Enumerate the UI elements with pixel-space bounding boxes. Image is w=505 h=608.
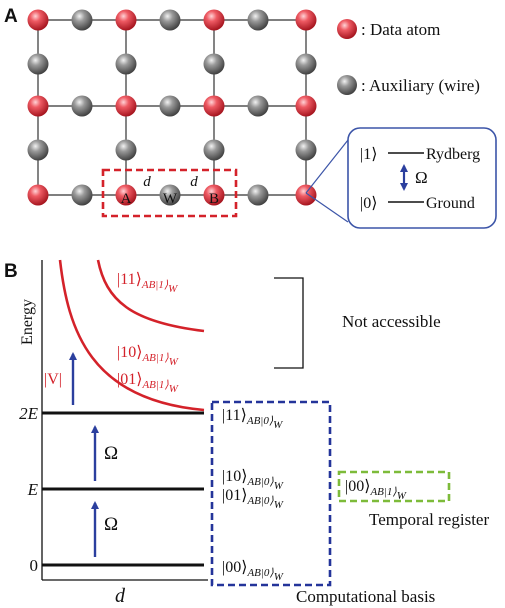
level-inset-box [347,127,497,229]
legend-data-atom: : Data atom [361,20,440,39]
level-top-ket: |1⟩ [360,146,377,163]
rabi-label: Ω [415,168,428,187]
legend-data-atom-icon [337,19,357,39]
auxiliary-atom [247,95,269,117]
auxiliary-atom [71,95,93,117]
auxiliary-atom [295,139,317,161]
data-atom [203,184,225,206]
tick-e: E [27,480,39,499]
level-bottom-name: Ground [426,195,475,212]
auxiliary-atom [203,139,225,161]
omega-label-lower: Ω [104,514,118,535]
data-atom [295,9,317,31]
auxiliary-atom [203,53,225,75]
atom-label-w: W [163,191,178,207]
auxiliary-atom [247,9,269,31]
state-01-1: |01⟩AB|1⟩W [117,371,179,395]
data-atom [203,95,225,117]
curve-single-excited [58,259,205,412]
auxiliary-atom [115,139,137,161]
auxiliary-atom [159,95,181,117]
temporal-register-label: Temporal register [369,510,489,529]
legend-auxiliary: : Auxiliary (wire) [361,76,480,95]
interaction-label: |V| [44,371,62,388]
data-atom [295,95,317,117]
data-atom [27,184,49,206]
inset-connector-top [305,139,349,194]
auxiliary-atom [71,184,93,206]
x-axis-label: d [115,585,126,607]
data-atom [27,95,49,117]
data-atom [115,184,137,206]
lattice-atoms [27,9,317,206]
computational-basis-label: Computational basis [296,587,435,606]
level-bottom-ket: |0⟩ [360,195,377,212]
atom-label-b: B [209,191,219,207]
temporal-register-box [337,470,451,503]
state-01-0: |01⟩AB|0⟩W [222,487,284,511]
auxiliary-atom [71,9,93,31]
level-top-name: Rydberg [426,146,480,163]
data-atom [115,9,137,31]
computational-basis-box [210,400,332,587]
state-10-1: |10⟩AB|1⟩W [117,344,179,368]
auxiliary-atom [27,53,49,75]
auxiliary-atom [159,9,181,31]
panel-a-label: A [4,6,18,27]
data-atom [203,9,225,31]
tick-0: 0 [30,556,39,575]
data-atom [27,9,49,31]
data-atom [115,95,137,117]
auxiliary-atom [115,53,137,75]
state-11-0: |11⟩AB|0⟩W [222,407,283,431]
auxiliary-atom [159,184,181,206]
distance-label-1: d [143,174,151,190]
panel-b-label: B [4,261,18,282]
selection-box [101,168,238,218]
atom-label-a: A [121,191,132,207]
y-axis-label: Energy [19,299,36,345]
data-atom [295,184,317,206]
not-accessible-label: Not accessible [342,312,441,331]
tick-2e: 2E [19,404,39,423]
state-11-1: |11⟩AB|1⟩W [117,271,178,295]
state-00-0: |00⟩AB|0⟩W [222,559,284,583]
distance-label-2: d [190,174,198,190]
omega-label-upper: Ω [104,443,118,464]
auxiliary-atom [295,53,317,75]
legend-auxiliary-icon [337,75,357,95]
state-10-0: |10⟩AB|0⟩W [222,468,284,492]
not-accessible-bracket [274,277,304,369]
inset-connector-bottom [305,192,349,223]
auxiliary-atom [247,184,269,206]
state-00-1: |00⟩AB|1⟩W [345,478,407,502]
auxiliary-atom [27,139,49,161]
curve-double-excited [96,259,205,333]
